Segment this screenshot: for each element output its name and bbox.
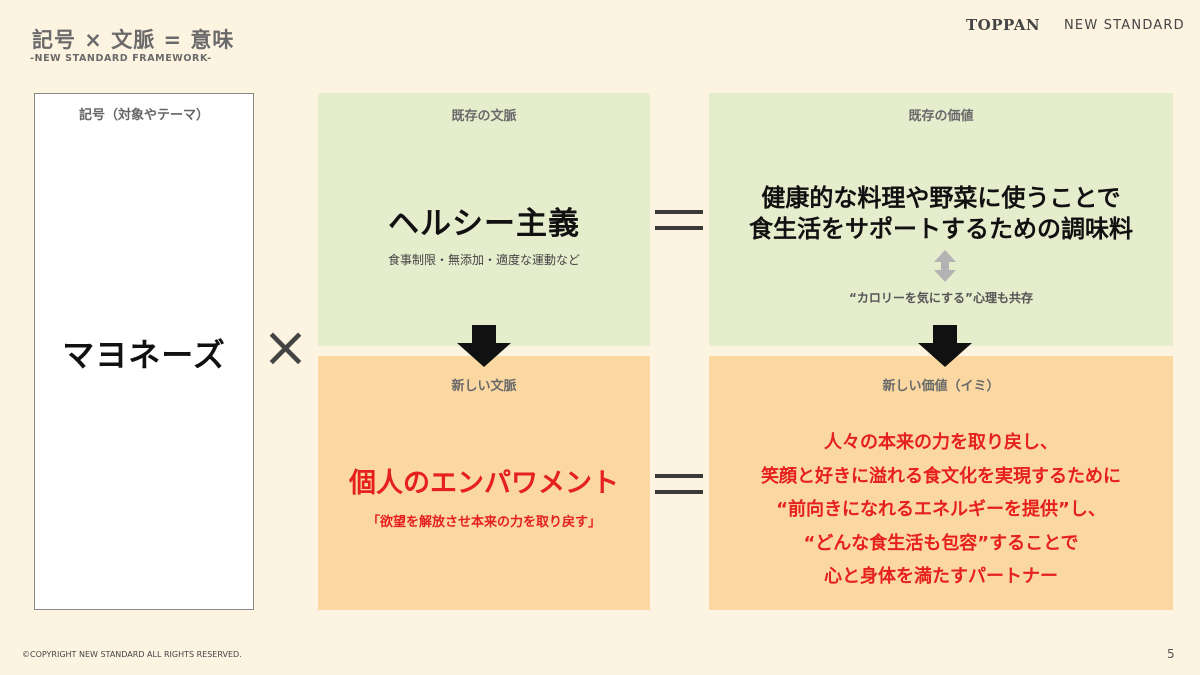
slide-subtitle: -NEW STANDARD FRAMEWORK-	[30, 53, 212, 64]
new-value-heading: 新しい価値（イミ）	[882, 379, 1000, 394]
copyright-text: ©COPYRIGHT NEW STANDARD ALL RIGHTS RESER…	[22, 650, 242, 659]
up-down-arrow-icon	[934, 250, 956, 282]
new-value-line: 心と身体を満たすパートナー	[824, 566, 1058, 587]
new-context-sub: 「欲望を解放させ本来の力を取り戻す」	[366, 515, 601, 530]
existing-value-heading: 既存の価値	[908, 109, 974, 124]
new-context-heading: 新しい文脈	[451, 379, 517, 394]
down-arrow-icon	[918, 325, 972, 367]
down-arrow-icon	[457, 325, 511, 367]
new-context-panel	[318, 356, 650, 610]
toppan-logo: TOPPAN	[966, 16, 1041, 34]
new-standard-logo: NEW STANDARD	[1064, 18, 1185, 33]
new-value-line: 笑顔と好きに溢れる食文化を実現するために	[761, 465, 1121, 487]
new-value-line: “前向きになれるエネルギーを提供”し、	[776, 499, 1106, 520]
new-value-panel	[709, 356, 1173, 610]
new-context-main: 個人のエンパワメント	[349, 468, 619, 499]
equals-sign-icon	[655, 474, 703, 494]
symbol-panel	[34, 93, 254, 610]
symbol-heading: 記号（対象やテーマ）	[78, 108, 209, 123]
existing-value-panel	[709, 93, 1173, 346]
times-sign: ×	[262, 315, 309, 380]
slide-title: 記号 × 文脈 = 意味	[32, 28, 235, 52]
existing-value-note: “カロリーを気にする”心理も共存	[849, 291, 1033, 305]
existing-value-line: 健康的な料理や野菜に使うことで	[761, 184, 1121, 212]
new-value-line: “どんな食生活も包容”することで	[803, 532, 1079, 554]
existing-context-panel	[318, 93, 650, 346]
existing-context-heading: 既存の文脈	[451, 109, 517, 124]
new-value-line: 人々の本来の力を取り戻し、	[824, 432, 1058, 453]
equals-sign-icon	[655, 210, 703, 230]
symbol-text: マヨネーズ	[62, 336, 226, 374]
existing-context-sub: 食事制限・無添加・適度な運動など	[387, 253, 580, 267]
existing-context-main: ヘルシー主義	[388, 206, 580, 242]
existing-value-main: 健康的な料理や野菜に使うことで 食生活をサポートするための調味料	[709, 183, 1173, 245]
existing-value-line: 食生活をサポートするための調味料	[749, 215, 1133, 243]
new-value-main: 人々の本来の力を取り戻し、 笑顔と好きに溢れる食文化を実現するために “前向きに…	[709, 426, 1173, 594]
page-number: 5	[1167, 647, 1175, 661]
